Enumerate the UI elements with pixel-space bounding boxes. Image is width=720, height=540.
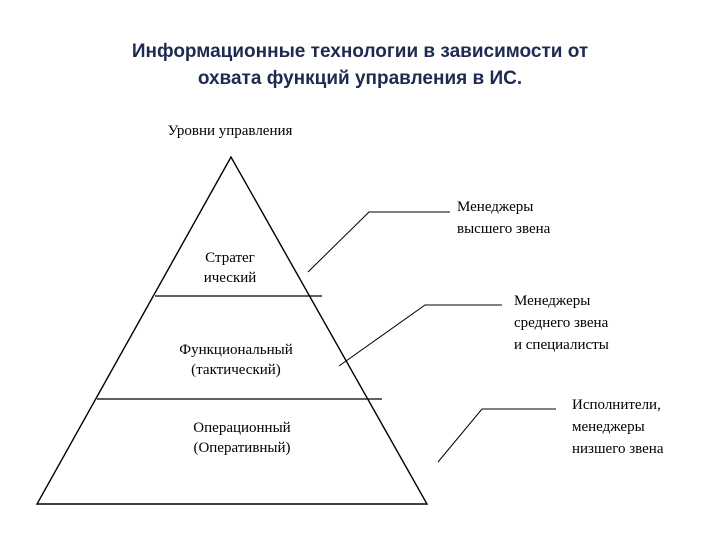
level-strategic-line-2: ический: [204, 270, 257, 286]
level-strategic-line-1: Стратег: [205, 250, 255, 266]
diagram-heading: Уровни управления: [168, 123, 293, 139]
title-line-1: Информационные технологии в зависимости …: [131, 41, 589, 62]
callout-bottom-line-1: Исполнители,: [572, 397, 661, 413]
callout-middle-line-2: среднего звена: [514, 315, 609, 331]
callout-leader-bottom: [437, 408, 556, 463]
level-operational-line-1: Операционный: [193, 420, 290, 436]
slide-title: Информационные технологии в зависимости …: [0, 38, 720, 92]
level-functional-line-2: (тактический): [191, 362, 281, 378]
callout-leader-top: [307, 211, 450, 273]
level-functional-line-1: Функциональный: [179, 342, 293, 358]
level-operational-line-2: (Оперативный): [193, 440, 290, 456]
title-line-2: охвата функций управления в ИС.: [197, 68, 523, 89]
callout-leader-middle: [338, 304, 502, 367]
callout-middle-line-3: и специалисты: [514, 337, 609, 353]
callout-top-line-1: Менеджеры: [457, 199, 533, 215]
callout-bottom-line-2: менеджеры: [572, 419, 645, 435]
callout-bottom-line-3: низшего звена: [572, 441, 664, 457]
pyramid-outline: [35, 155, 429, 505]
callout-middle-line-1: Менеджеры: [514, 293, 590, 309]
callout-top-line-2: высшего звена: [457, 221, 551, 237]
